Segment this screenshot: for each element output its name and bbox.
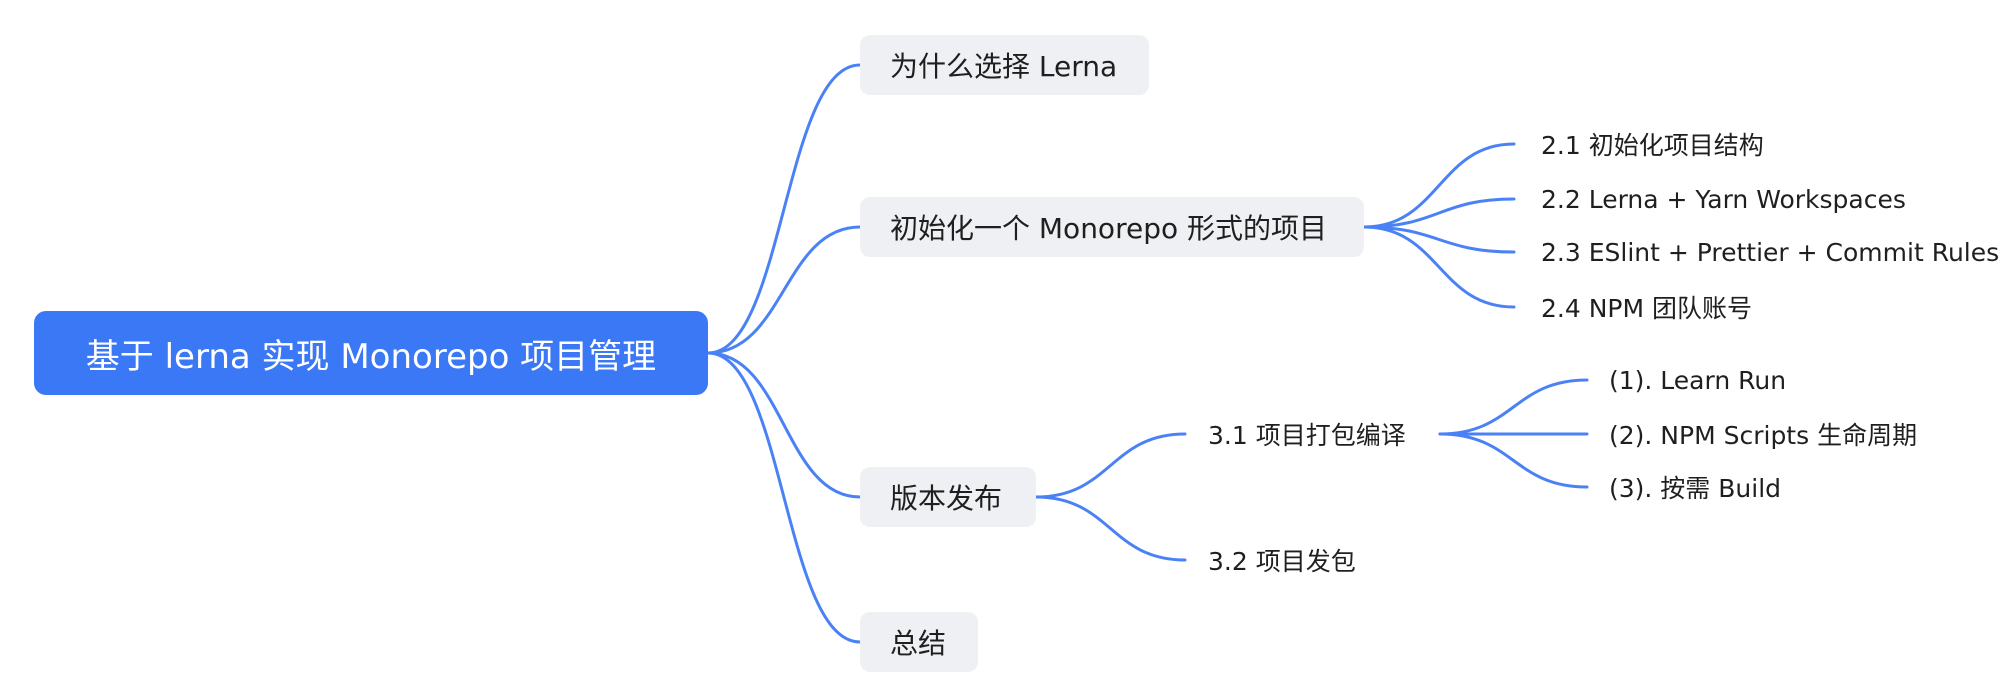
root-node[interactable]: 基于 lerna 实现 Monorepo 项目管理 [34, 311, 708, 395]
node-build[interactable]: 3.1 项目打包编译 [1208, 421, 1406, 450]
leaf-npm-scripts[interactable]: (2). NPM Scripts 生命周期 [1609, 421, 1918, 450]
leaf-build-on-demand[interactable]: (3). 按需 Build [1609, 474, 1782, 503]
leaf-learn-run[interactable]: (1). Learn Run [1609, 365, 1787, 395]
connector-init-2-1 [1362, 142, 1516, 229]
leaf-eslint-prettier[interactable]: 2.3 ESlint + Prettier + Commit Rules [1541, 237, 2000, 267]
leaf-npm-team[interactable]: 2.4 NPM 团队账号 [1541, 294, 1752, 323]
connector-init-2-2 [1362, 197, 1516, 229]
connector-root-why [706, 63, 862, 355]
leaf-lerna-yarn[interactable]: 2.2 Lerna + Yarn Workspaces [1541, 184, 1906, 214]
branch-init-monorepo[interactable]: 初始化一个 Monorepo 形式的项目 [860, 197, 1364, 257]
branch-why-lerna[interactable]: 为什么选择 Lerna [860, 35, 1149, 95]
connector-build-1 [1438, 378, 1589, 436]
leaf-init-structure[interactable]: 2.1 初始化项目结构 [1541, 131, 1764, 160]
connector-init-2-4 [1362, 225, 1516, 309]
connector-release-3-1 [1034, 432, 1187, 499]
connector-root-summary [706, 351, 862, 644]
connector-build-3 [1438, 432, 1589, 489]
leaf-publish[interactable]: 3.2 项目发包 [1208, 547, 1356, 576]
branch-release[interactable]: 版本发布 [860, 467, 1036, 527]
connector-release-3-2 [1034, 495, 1187, 562]
connector-root-init [706, 225, 862, 355]
branch-summary[interactable]: 总结 [860, 612, 978, 672]
connector-init-2-3 [1362, 225, 1516, 254]
connector-root-release [706, 351, 862, 499]
